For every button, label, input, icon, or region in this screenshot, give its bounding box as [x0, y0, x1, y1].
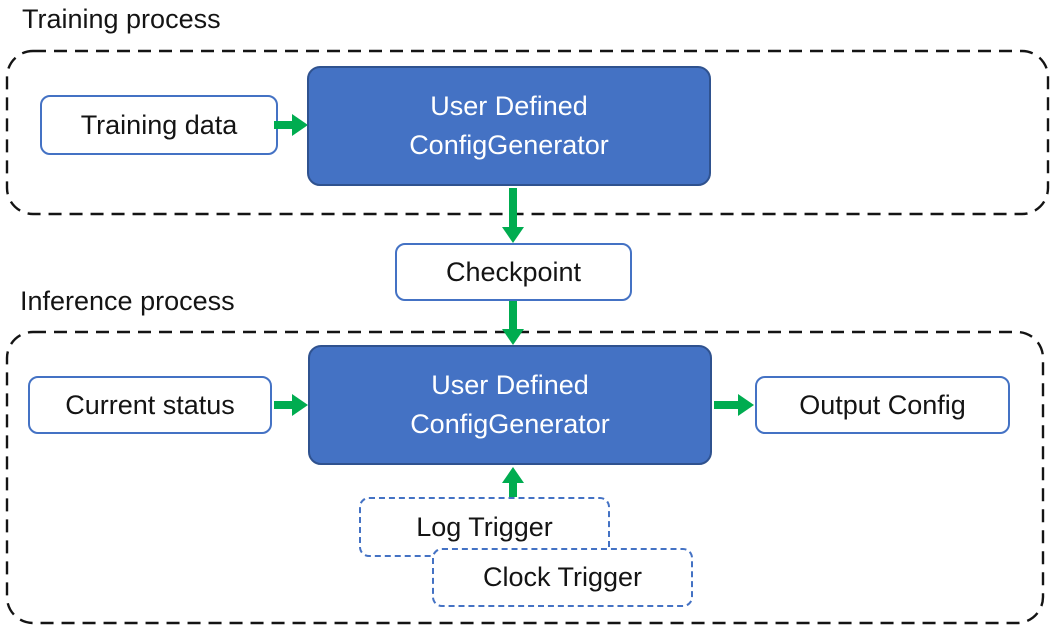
arrow-shaft — [509, 482, 517, 497]
inference-config-generator-node: User Defined ConfigGenerator — [308, 345, 712, 465]
log-trigger-label: Log Trigger — [416, 511, 553, 542]
arrow-shaft — [274, 401, 293, 409]
arrow-head — [738, 394, 754, 416]
arrow-head — [502, 227, 524, 243]
training-config-generator-node: User Defined ConfigGenerator — [307, 66, 711, 186]
arrow-head — [502, 329, 524, 345]
training-process-title: Training process — [22, 4, 221, 34]
arrow-generator-to-checkpoint — [502, 188, 524, 243]
arrow-checkpoint-to-generator — [502, 301, 524, 345]
arrow-training-data-to-generator — [274, 114, 308, 136]
current-status-label: Current status — [65, 389, 235, 420]
output-config-label: Output Config — [799, 389, 966, 420]
training-data-node: Training data — [40, 95, 278, 155]
arrow-current-status-to-generator — [274, 394, 308, 416]
checkpoint-label: Checkpoint — [445, 256, 582, 287]
arrow-triggers-to-generator — [502, 467, 524, 497]
inference-process-title: Inference process — [20, 286, 235, 316]
arrow-shaft — [714, 401, 739, 409]
output-config-node: Output Config — [755, 376, 1010, 434]
inference-config-generator-label-line2: ConfigGenerator — [410, 409, 610, 439]
arrow-shaft — [509, 301, 517, 330]
current-status-node: Current status — [28, 376, 272, 434]
arrow-head — [502, 467, 524, 483]
training-config-generator-label-line1: User Defined — [430, 91, 588, 121]
training-data-label: Training data — [80, 109, 238, 140]
arrow-shaft — [274, 121, 293, 129]
arrow-shaft — [509, 188, 517, 228]
training-config-generator-label-line2: ConfigGenerator — [409, 130, 609, 160]
clock-trigger-node: Clock Trigger — [432, 548, 693, 607]
inference-config-generator-label-line1: User Defined — [431, 370, 589, 400]
arrow-head — [292, 394, 308, 416]
arrow-head — [292, 114, 308, 136]
checkpoint-node: Checkpoint — [395, 243, 632, 301]
arrow-generator-to-output — [714, 394, 754, 416]
clock-trigger-label: Clock Trigger — [482, 562, 643, 592]
